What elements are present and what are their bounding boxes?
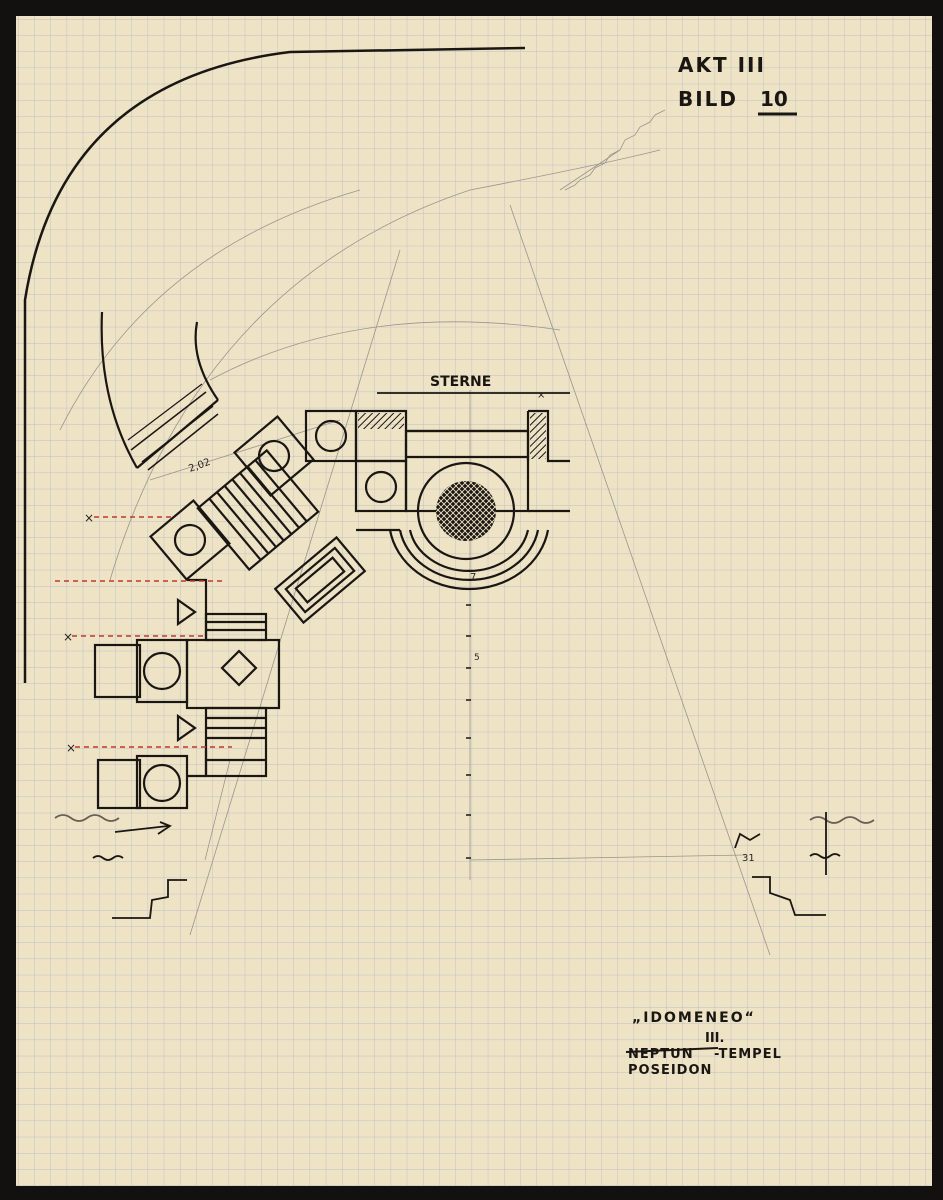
opera-title: „IDOMENEO“ [632, 1010, 756, 1026]
measure-7: 7 [470, 572, 476, 583]
marker-31: 31 [742, 853, 755, 864]
measure-5: 5 [474, 653, 480, 663]
svg-text:×: × [63, 630, 73, 644]
hatched-column-right [530, 413, 546, 459]
cross-marks: × × × [63, 511, 94, 755]
curved-platform [100, 311, 219, 471]
hatched-column-left [358, 413, 404, 429]
stars-cross-mark: × [537, 390, 545, 401]
red-sightlines [55, 516, 232, 748]
temple-plan [304, 409, 570, 590]
temple-suffix: -TEMPEL [714, 1047, 782, 1062]
stars-label: STERNE [430, 374, 491, 390]
act-label: AKT III [678, 53, 766, 77]
outer-arc-wall [23, 46, 526, 683]
svg-text:×: × [84, 511, 94, 525]
act-roman: III. [705, 1031, 724, 1046]
stage-edges [54, 812, 875, 919]
scene-number: 10 [760, 87, 788, 111]
axis-ticks [466, 604, 471, 859]
left-blocks [93, 578, 281, 810]
svg-text:×: × [66, 741, 76, 755]
angled-blocks [149, 415, 367, 625]
scene-label: BILD [678, 87, 738, 111]
temple-replacement: POSEIDON [628, 1063, 712, 1078]
pencil-stair-sketch [564, 109, 666, 191]
graph-grid [16, 16, 932, 1186]
strike-through [625, 1047, 719, 1053]
